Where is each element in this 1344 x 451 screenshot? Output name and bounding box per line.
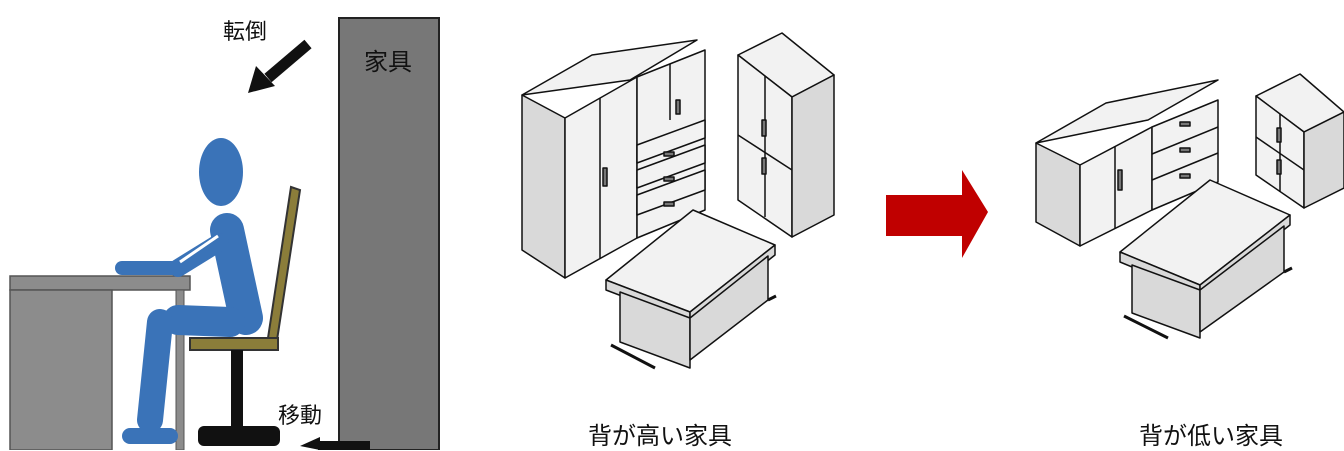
tall-furniture-panel xyxy=(338,17,440,450)
desk xyxy=(9,275,191,450)
office-chair xyxy=(189,185,302,446)
seated-person-figure xyxy=(115,138,263,444)
fall-label: 転倒 xyxy=(223,20,268,45)
tall-furniture-illustration xyxy=(521,32,835,370)
low-furniture-illustration xyxy=(1035,73,1344,340)
low-furniture-caption: 背が低い家具 xyxy=(1139,422,1283,450)
arrow-left-icon xyxy=(300,437,370,450)
furniture-label: 家具 xyxy=(364,48,412,76)
arm-outline xyxy=(179,234,219,264)
move-label: 移動 xyxy=(278,404,323,429)
arrow-right-icon xyxy=(886,170,988,258)
arrow-down-left-icon xyxy=(248,39,312,93)
tall-furniture-caption: 背が高い家具 xyxy=(588,422,732,450)
